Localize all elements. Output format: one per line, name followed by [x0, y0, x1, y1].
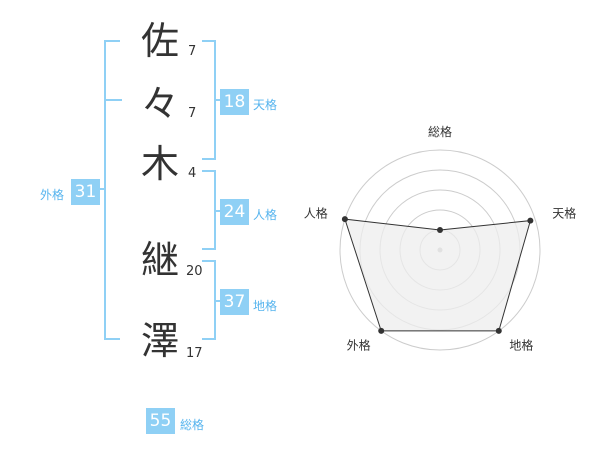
radar-axis-label-3: 地格	[509, 338, 533, 353]
kanji-char-5: 澤	[140, 319, 179, 363]
radar-point-5	[341, 216, 348, 223]
gaikaku-value-badge: 31	[71, 179, 100, 205]
kanji-stroke-count-2: 7	[188, 106, 197, 121]
radar-axis-label-2: 天格	[552, 206, 576, 221]
soukaku-label: 総格	[180, 418, 205, 432]
gaikaku-bracket-tick	[104, 99, 122, 101]
jinkaku-value-badge: 24	[220, 199, 249, 225]
jinkaku-bracket-connector	[214, 210, 222, 212]
gaikaku-bracket-connector	[96, 188, 104, 190]
radar-axis-label-5: 人格	[304, 206, 328, 221]
radar-axis-label-1: 総格	[428, 124, 452, 139]
jinkaku-label: 人格	[253, 208, 278, 222]
radar-series-polygon	[344, 218, 532, 332]
kanji-stroke-count-3: 4	[188, 166, 197, 181]
kanji-stroke-count-4: 20	[186, 264, 203, 279]
kanji-char-2: 々	[140, 82, 179, 126]
soukaku-value-badge: 55	[146, 408, 175, 434]
gaikaku-label: 外格	[40, 188, 65, 202]
kanji-char-4: 継	[140, 238, 179, 282]
radar-axis-label-4: 外格	[347, 338, 371, 353]
chikaku-bracket-connector	[214, 300, 222, 302]
tenkaku-label: 天格	[253, 98, 278, 112]
kanji-stroke-count-1: 7	[188, 44, 197, 59]
chikaku-label: 地格	[253, 299, 278, 313]
radar-grid-ring	[339, 149, 541, 351]
radar-point-3	[495, 327, 502, 334]
tenkaku-bracket-connector	[214, 99, 222, 101]
kanji-char-1: 佐	[140, 19, 179, 63]
kanji-stroke-count-5: 17	[186, 346, 203, 361]
radar-point-1	[437, 227, 443, 233]
radar-point-4	[378, 327, 385, 334]
tenkaku-value-badge: 18	[220, 89, 249, 115]
gaikaku-bracket	[104, 40, 120, 340]
kanji-char-3: 木	[140, 142, 179, 186]
radar-point-2	[527, 217, 534, 224]
chikaku-value-badge: 37	[220, 289, 249, 315]
